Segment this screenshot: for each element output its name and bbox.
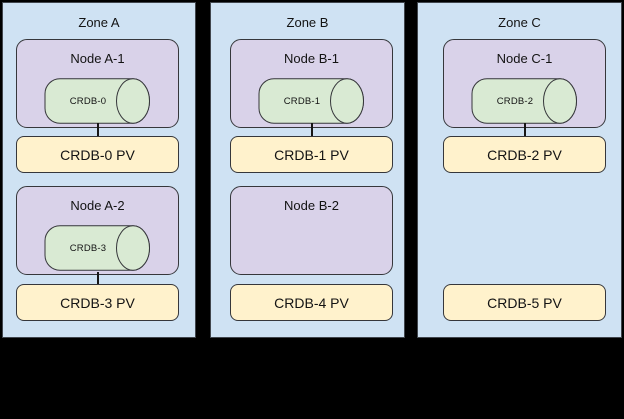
node-a1-box: Node A-1 CRDB-0	[16, 39, 179, 128]
pod-to-pv-connector-line	[311, 123, 313, 136]
pv-label: CRDB-2 PV	[487, 146, 562, 163]
crdb-pod-label: CRDB-0	[69, 95, 107, 107]
node-title: Node C-1	[496, 51, 553, 66]
node-title: Node A-1	[70, 51, 125, 66]
pod-to-pv-connector-line	[97, 272, 99, 284]
pv-label: CRDB-0 PV	[60, 146, 135, 163]
pv-label: CRDB-1 PV	[274, 146, 349, 163]
crdb-pod-cylinder: CRDB-1	[258, 78, 365, 124]
pv-box-unattached: CRDB-4 PV	[230, 284, 393, 321]
node-a2-box: Node A-2 CRDB-3	[16, 186, 179, 275]
zone-title: Zone A	[78, 15, 120, 30]
crdb-pod-label: CRDB-3	[69, 242, 107, 254]
node-title: Node A-2	[70, 198, 125, 213]
crdb-pod-cylinder: CRDB-0	[44, 78, 151, 124]
pv-box: CRDB-2 PV	[443, 136, 606, 173]
pod-to-pv-connector-line	[524, 123, 526, 136]
pod-to-pv-connector-line	[97, 123, 99, 136]
cylinder-shape-icon	[471, 78, 577, 124]
zone-b-container: Zone B Node B-1 CRDB-1 CRDB-1 PV Node B-…	[210, 2, 405, 338]
pv-label: CRDB-3 PV	[60, 294, 135, 311]
crdb-pod-cylinder: CRDB-3	[44, 225, 151, 271]
zone-a-container: Zone A Node A-1 CRDB-0 CRDB-0 PV Node A-…	[2, 2, 196, 338]
node-b2-box-empty: Node B-2	[230, 186, 393, 275]
node-title: Node B-2	[284, 198, 339, 213]
pv-label: CRDB-5 PV	[487, 294, 562, 311]
pv-label: CRDB-4 PV	[274, 294, 349, 311]
cylinder-shape-icon	[44, 78, 150, 124]
zone-c-container: Zone C Node C-1 CRDB-2 CRDB-2 PV CRDB-5 …	[417, 2, 622, 338]
crdb-pod-label: CRDB-2	[496, 95, 534, 107]
crdb-pod-cylinder: CRDB-2	[471, 78, 578, 124]
node-title: Node B-1	[284, 51, 339, 66]
zone-title: Zone B	[286, 15, 329, 30]
pv-box: CRDB-1 PV	[230, 136, 393, 173]
crdb-pod-label: CRDB-1	[283, 95, 321, 107]
node-b1-box: Node B-1 CRDB-1	[230, 39, 393, 128]
zone-title: Zone C	[498, 15, 541, 30]
cylinder-shape-icon	[258, 78, 364, 124]
pv-box: CRDB-0 PV	[16, 136, 179, 173]
pv-box-unattached: CRDB-5 PV	[443, 284, 606, 321]
cylinder-shape-icon	[44, 225, 150, 271]
pv-box: CRDB-3 PV	[16, 284, 179, 321]
node-c1-box: Node C-1 CRDB-2	[443, 39, 606, 128]
